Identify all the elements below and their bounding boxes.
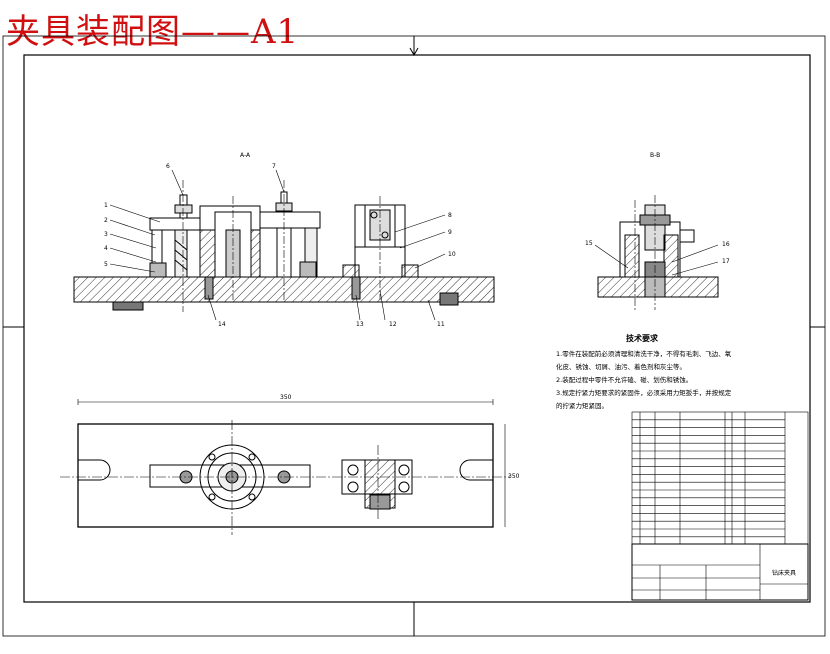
callout-13: 13 <box>356 321 364 328</box>
callouts-b-b: 15 16 17 <box>585 240 730 276</box>
title-block-name: 钻床夹具 <box>772 569 796 577</box>
section-b-b-label: B-B <box>650 152 660 159</box>
callout-3: 3 <box>104 231 108 238</box>
tech-req-line-2: 化皮、锈蚀、切屑、油污、着色剂和灰尘等。 <box>556 362 686 371</box>
callout-7: 7 <box>272 163 276 170</box>
callout-1: 1 <box>104 202 108 209</box>
callout-14: 14 <box>218 321 226 328</box>
parts-list <box>631 411 809 545</box>
callout-10: 10 <box>448 251 456 258</box>
callout-8: 8 <box>448 212 452 219</box>
callout-17: 17 <box>722 258 730 265</box>
tech-req-line-1: 1.零件在装配前必须清理和清洗干净，不得有毛刺、飞边、氧 <box>556 349 732 358</box>
sheet-border <box>2 35 826 637</box>
callout-15: 15 <box>585 240 593 247</box>
technical-requirements: 技术要求 1.零件在装配前必须清理和清洗干净，不得有毛刺、飞边、氧 化皮、锈蚀、… <box>556 333 732 410</box>
section-a-a-label: A-A <box>240 152 251 159</box>
callout-4: 4 <box>104 245 108 252</box>
callouts-a-a: 1 2 3 4 5 6 7 8 9 10 11 12 13 14 <box>104 163 456 328</box>
overall-length-dim: 350 <box>280 394 292 401</box>
page-title: 夹具装配图——A1 <box>6 12 300 52</box>
section-a-a-view: A-A <box>73 152 495 312</box>
callout-2: 2 <box>104 217 108 224</box>
callout-12: 12 <box>389 321 397 328</box>
callout-16: 16 <box>722 241 730 248</box>
tech-req-line-5: 的拧紧力矩紧固。 <box>556 401 608 410</box>
callout-11: 11 <box>437 321 445 328</box>
height-dim: 350 <box>508 473 520 480</box>
callout-6: 6 <box>166 163 170 170</box>
tech-req-line-3: 2.装配过程中零件不允许磕、碰、划伤和锈蚀。 <box>556 375 692 384</box>
top-view: 350 350 <box>60 394 520 535</box>
callout-5: 5 <box>104 261 108 268</box>
title-block: 钻床夹具 <box>631 543 809 601</box>
tech-req-line-4: 3.规定拧紧力矩要求的紧固件，必须采用力矩扳手，并按规定 <box>556 388 732 397</box>
tech-req-title: 技术要求 <box>626 333 659 343</box>
callout-9: 9 <box>448 229 452 236</box>
section-b-b-view: B-B <box>597 152 719 310</box>
